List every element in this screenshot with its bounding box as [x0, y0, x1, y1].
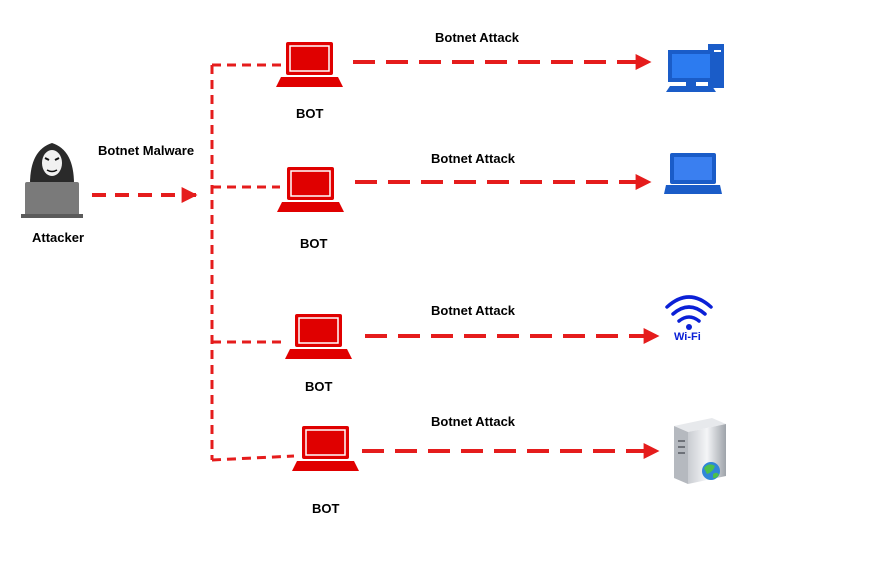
bot-laptop-icon-2 [277, 167, 344, 212]
bot-laptop-icon-1 [276, 42, 343, 87]
hacker-laptop-icon [21, 143, 83, 218]
laptop-icon [664, 153, 722, 194]
malware-label: Botnet Malware [98, 143, 195, 158]
wifi-text: Wi-Fi [674, 331, 701, 343]
bot-label-2: BOT [300, 236, 328, 251]
attack-label-3: Botnet Attack [431, 303, 516, 318]
bot-laptop-icon-4 [292, 426, 359, 471]
attack-label-1: Botnet Attack [435, 30, 520, 45]
wifi-icon [665, 295, 713, 330]
attack-label-4: Botnet Attack [431, 414, 516, 429]
bot-label-4: BOT [312, 501, 340, 516]
bot-laptop-icon-3 [285, 314, 352, 359]
attack-label-2: Botnet Attack [431, 151, 516, 166]
attack-arrows [353, 54, 660, 459]
desktop-computer-icon [666, 44, 724, 92]
distribution-lines [210, 63, 295, 462]
attacker-label: Attacker [32, 230, 85, 245]
web-server-icon [674, 418, 726, 484]
bot-label-1: BOT [296, 106, 324, 121]
bot-label-3: BOT [305, 379, 333, 394]
